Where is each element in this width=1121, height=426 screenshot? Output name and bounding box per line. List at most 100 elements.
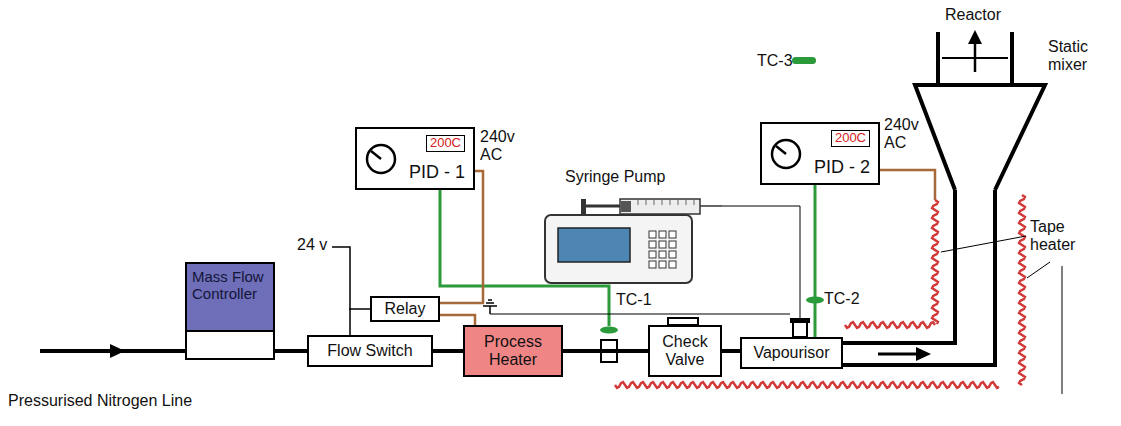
syringe-pump (545, 199, 800, 322)
dial-ring (367, 145, 395, 173)
pipe (433, 349, 463, 353)
power-wire (880, 170, 935, 200)
setpoint-display: 200C (831, 130, 870, 147)
drawing-stroke (558, 228, 630, 262)
drawing-stroke (878, 353, 918, 356)
drawing-stroke (600, 327, 618, 334)
drawing-stroke (621, 201, 631, 212)
drawing-stroke (792, 57, 816, 64)
supply-label: 24 v (297, 236, 327, 254)
supply-wire (332, 247, 350, 310)
pid-controller: 200C PID - 1 (355, 127, 475, 190)
controller-name: PID - 2 (814, 157, 870, 178)
dial-symbol (769, 137, 803, 171)
drawing-stroke (110, 344, 125, 358)
dial-pointer (371, 151, 381, 159)
pipe (722, 349, 740, 353)
drawing-stroke (1027, 262, 1050, 278)
graduation-tick (662, 199, 663, 205)
drawing-stroke (1010, 32, 1014, 85)
part-label: Syringe Pump (565, 168, 666, 186)
box-label: Mass Flow Controller (192, 268, 268, 303)
graduation-tick (654, 199, 655, 205)
thermocouple-label: TC-1 (616, 291, 652, 309)
drawing-stroke (806, 297, 824, 304)
tape-heater (615, 195, 1025, 388)
drawing-stroke (1062, 266, 1063, 394)
dial-symbol (364, 142, 398, 176)
setpoint-display: 200C (426, 135, 465, 152)
drawing-stroke (916, 347, 931, 361)
static-mixer (843, 32, 1045, 365)
supply-label: 240v AC (480, 128, 522, 165)
pipe (275, 349, 307, 353)
drawing-stroke (936, 32, 940, 85)
dial-pointer (776, 146, 786, 154)
mass-flow-controller: Mass Flow Controller (185, 262, 275, 360)
pipe (563, 349, 648, 353)
drawing-stroke (793, 322, 807, 337)
flow-switch-box: Flow Switch (307, 335, 433, 367)
thermocouple-label: TC-3 (757, 52, 793, 70)
vapourisor-box: Vapourisor (740, 337, 843, 369)
thermocouple-label: TC-2 (824, 290, 860, 308)
drawing-stroke (648, 230, 678, 270)
box-label: Relay (385, 300, 426, 318)
power-wire (440, 315, 475, 325)
drawing-stroke (620, 199, 700, 214)
outlet-label: Reactor (945, 6, 1001, 24)
drawing-stroke (941, 236, 1026, 252)
heater-wave (845, 322, 935, 328)
thermocouple-wire (440, 57, 824, 337)
drawing-stroke (843, 190, 955, 343)
graduation-tick (638, 199, 639, 205)
nitrogen-line (40, 344, 186, 358)
heater-wave (932, 200, 938, 324)
drawing-stroke (483, 305, 497, 307)
supply-label: 240v AC (884, 116, 926, 153)
drawing-stroke (968, 30, 982, 44)
inlet-label: Pressurised Nitrogen Line (8, 392, 192, 410)
leader-line (941, 236, 1062, 394)
heater-wave (1019, 195, 1025, 385)
drawing-stroke (488, 299, 492, 301)
drawing-stroke (843, 190, 995, 365)
box-label: Check Valve (655, 333, 715, 370)
graduation-tick (678, 199, 679, 205)
process-heater-box: Process Heater (463, 325, 563, 377)
drawing-stroke (790, 318, 810, 323)
drawing-stroke (700, 205, 722, 207)
box-label: Vapourisor (753, 344, 829, 362)
drawing-stroke (489, 306, 491, 314)
drawing-stroke (722, 206, 800, 322)
power-wire (440, 171, 483, 303)
drawing-stroke (545, 215, 692, 283)
drawing-stroke (581, 199, 586, 214)
drawing-stroke (974, 42, 977, 72)
drawing-stroke (585, 205, 621, 208)
signal-wire (350, 309, 370, 335)
check-valve-box: Check Valve (648, 325, 722, 377)
part-label: Static mixer (1048, 38, 1106, 75)
pid-controller: 200C PID - 2 (760, 122, 880, 185)
drawing-stroke (490, 314, 790, 315)
drawing-stroke (486, 302, 494, 304)
box-label: Process Heater (470, 333, 556, 370)
valve-handle (668, 318, 698, 325)
drawing-stroke (814, 185, 817, 337)
relay-box: Relay (370, 296, 440, 322)
graduation-tick (694, 199, 695, 205)
heater-wave (615, 382, 999, 388)
controller-name: PID - 1 (409, 162, 465, 183)
graduation-tick (646, 199, 647, 205)
injector (790, 318, 810, 337)
flow-arrow (878, 30, 982, 361)
part-label: Tape heater (1030, 218, 1084, 255)
drawing-stroke (915, 85, 1045, 190)
syringe-graduations (638, 199, 694, 205)
graduation-tick (686, 199, 687, 205)
graduation-tick (670, 199, 671, 205)
box-label: Flow Switch (327, 342, 412, 360)
dial-ring (772, 140, 800, 168)
